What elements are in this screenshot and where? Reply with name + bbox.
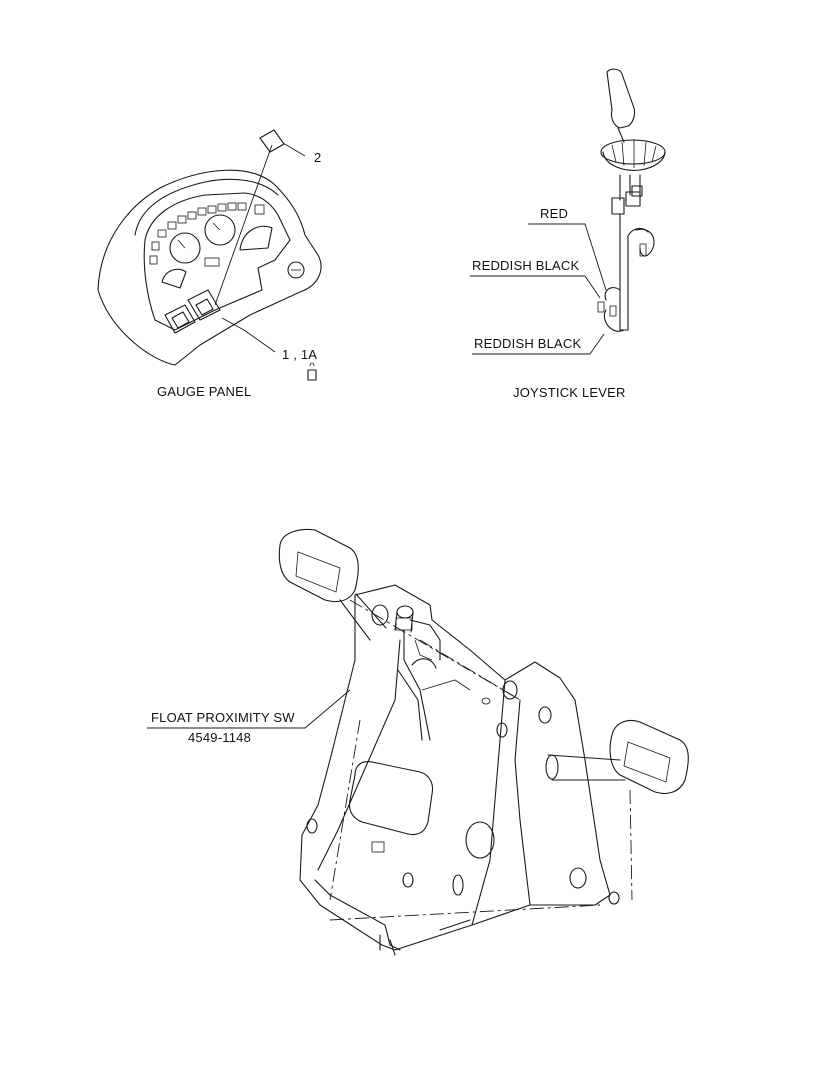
wire-label-reddish-black-2: REDDISH BLACK — [474, 336, 582, 351]
gauge-panel-title: GAUGE PANEL — [157, 384, 252, 399]
wire-label-red: RED — [540, 206, 569, 221]
indicator-lights — [149, 202, 265, 265]
gauge-callout-1: 1 , 1A — [282, 347, 318, 362]
pedal-assembly-drawing — [147, 528, 689, 956]
float-switch-label: FLOAT PROXIMITY SW — [151, 710, 295, 725]
rocker-switches — [164, 289, 221, 334]
float-switch-part-number: 4549-1148 — [188, 730, 252, 745]
decal-icon — [259, 129, 285, 153]
joystick-title: JOYSTICK LEVER — [513, 385, 626, 400]
wire-label-reddish-black-1: REDDISH BLACK — [472, 258, 580, 273]
joystick-drawing — [470, 68, 666, 355]
gauge-dials — [161, 214, 273, 289]
float-proximity-switch-icon — [394, 605, 491, 741]
gauge-callout-2: 2 — [314, 150, 322, 165]
gauge-panel-drawing — [97, 129, 322, 381]
key-switch-icon — [287, 261, 305, 279]
bulb-icon — [307, 369, 317, 381]
